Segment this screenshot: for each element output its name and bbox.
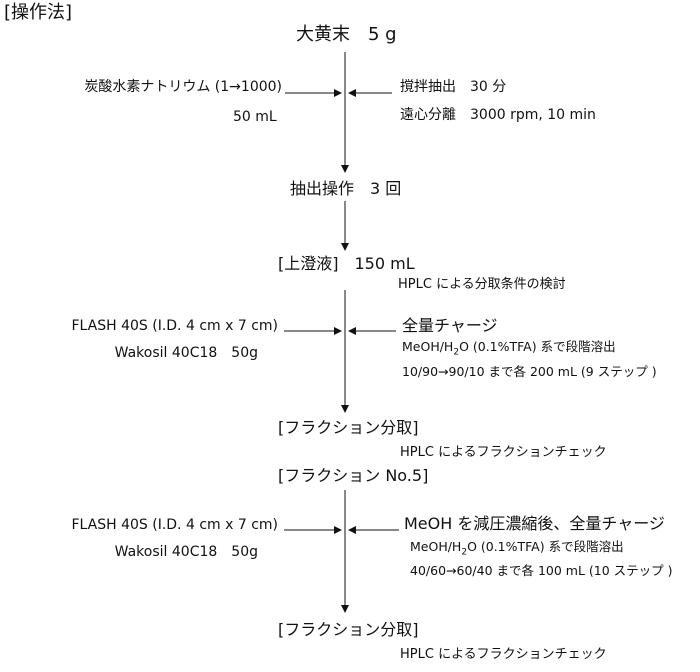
hplc-condition-note: HPLC による分取条件の検討: [398, 277, 566, 292]
reagent-volume: 50 mL: [233, 109, 277, 125]
centrifuge: 遠心分離 3000 rpm, 10 min: [400, 107, 596, 123]
section-heading: [操作法]: [4, 2, 73, 23]
column2-charge: MeOH を減圧濃縮後、全量チャージ: [404, 514, 665, 533]
extraction-step: 抽出操作 3 回: [290, 179, 402, 198]
reagent-label: 炭酸水素ナトリウム (1→1000): [84, 79, 282, 95]
supernatant: [上澄液] 150 mL: [278, 254, 415, 273]
hplc-check-note-2: HPLC によるフラクションチェック: [400, 647, 607, 662]
fraction-no5: [フラクション No.5]: [278, 466, 429, 485]
stir-extraction: 撹拌抽出 30 分: [400, 79, 507, 95]
column2-packing: Wakosil 40C18 50g: [114, 544, 258, 560]
start-material: 大黄末 5 g: [296, 24, 397, 45]
hplc-check-note-1: HPLC によるフラクションチェック: [400, 445, 607, 460]
column1-elution: MeOH/H2O (0.1%TFA) 系で段階溶出: [402, 339, 616, 358]
column1-gradient: 10/90→90/10 まで各 200 mL (9 ステップ ): [402, 364, 657, 379]
column2-gradient: 40/60→60/40 まで各 100 mL (10 ステップ ): [410, 563, 673, 578]
fraction-collection-2: [フラクション分取]: [278, 620, 419, 639]
fraction-collection-1: [フラクション分取]: [278, 418, 419, 437]
column2-elution: MeOH/H2O (0.1%TFA) 系で段階溶出: [410, 539, 624, 558]
column2-spec: FLASH 40S (I.D. 4 cm x 7 cm): [71, 517, 278, 533]
column1-charge: 全量チャージ: [402, 316, 498, 335]
column1-packing: Wakosil 40C18 50g: [114, 345, 258, 361]
column1-spec: FLASH 40S (I.D. 4 cm x 7 cm): [71, 318, 278, 334]
